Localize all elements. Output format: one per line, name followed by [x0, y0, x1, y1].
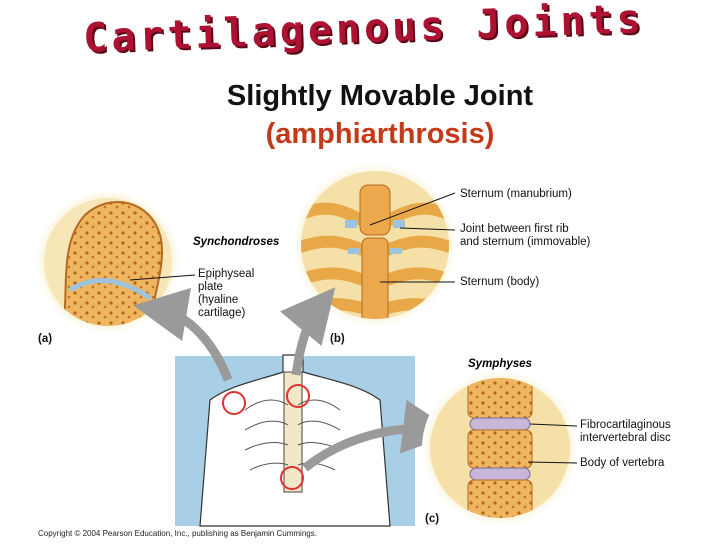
subtitle: Slightly Movable Joint [226, 80, 534, 112]
intervertebral-disc-label: Fibrocartilaginous intervertebral disc [580, 419, 671, 444]
sternum-body-label: Sternum (body) [460, 276, 540, 288]
torso-illustration [175, 354, 415, 527]
synchondroses-label: Synchondroses [193, 236, 280, 248]
symphyses-label: Symphyses [468, 358, 532, 370]
subtitle-term: (amphiarthrosis) [265, 118, 495, 150]
copyright-notice: Copyright © 2004 Pearson Education, Inc.… [38, 529, 317, 538]
epiphyseal-plate-label: Epiphyseal plate (hyaline cartilage) [198, 268, 255, 319]
panel-b-label: (b) [330, 333, 345, 345]
panel-b-sternum-illustration [293, 163, 457, 327]
joint-first-rib-label: Joint between first rib and sternum (imm… [460, 223, 591, 248]
sternum-manubrium-label: Sternum (manubrium) [460, 188, 572, 200]
body-of-vertebra-label: Body of vertebra [580, 457, 665, 469]
arrow-to-b [279, 287, 336, 376]
arrow-to-a [133, 287, 233, 382]
panel-c-vertebra-illustration [422, 370, 578, 526]
panel-a-bone-illustration [36, 190, 196, 334]
panel-c-label: (c) [425, 513, 440, 525]
panel-a-label: (a) [38, 333, 53, 345]
arrow-to-c [302, 399, 457, 472]
